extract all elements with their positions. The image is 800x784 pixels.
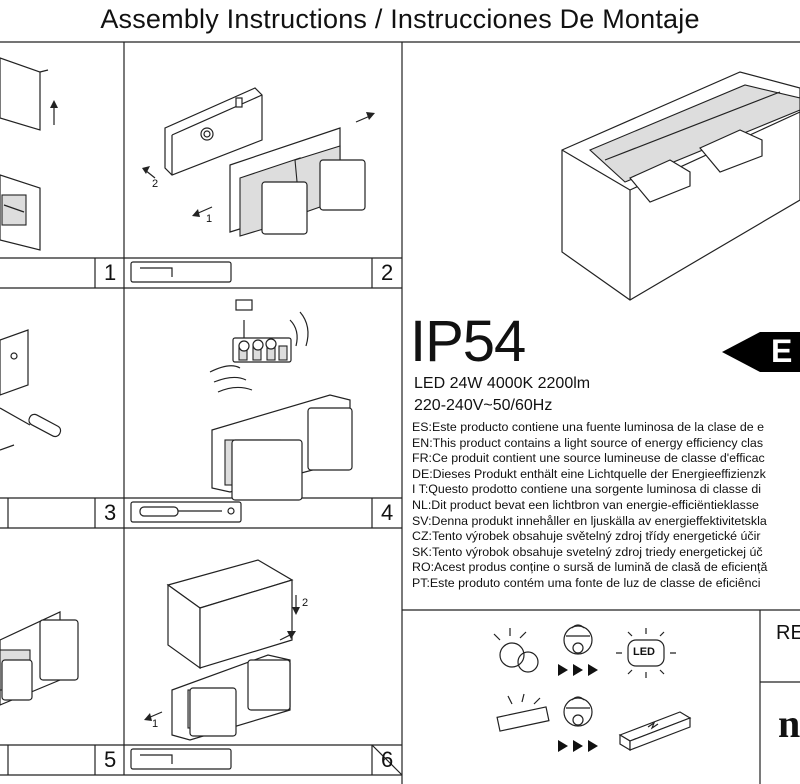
- language-line: ES:Este producto contiene una fuente lum…: [412, 420, 764, 434]
- broken-bulb-icon: [493, 628, 539, 673]
- language-line: EN:This product contains a light source …: [412, 435, 764, 450]
- language-line: SV:Denna produkt innehåller en ljuskälla…: [412, 513, 767, 528]
- step1-drawing: [0, 57, 58, 251]
- driver-icon: [618, 711, 692, 752]
- step-number: 4: [381, 500, 394, 525]
- led-icon-label: LED: [633, 646, 655, 658]
- spec-voltage: 220-240V~50/60Hz: [414, 397, 553, 414]
- language-line: RO:Acest produs conține o sursă de lumin…: [412, 560, 768, 575]
- step6-callout: 1: [152, 718, 159, 730]
- step3-drawing: [0, 329, 62, 451]
- technician-icon: [563, 696, 593, 727]
- product-drawing: [561, 71, 800, 301]
- step6-callout: 2: [302, 597, 309, 609]
- step6-drawing: [144, 559, 300, 741]
- step4-drawing: [209, 299, 353, 501]
- language-line: FR:Ce produit contient une source lumine…: [412, 451, 765, 466]
- energy-class-letter: E: [771, 333, 793, 369]
- step-number: 2: [381, 260, 394, 285]
- language-line: DE:Dieses Produkt enthält eine Lichtquel…: [412, 466, 766, 481]
- broken-driver-icon: [496, 693, 550, 732]
- led-icon: [616, 628, 676, 678]
- reference-label: RE: [776, 622, 800, 644]
- allen-key-icon: [130, 261, 232, 283]
- language-line: CZ:Tento výrobek obsahuje světelný zdroj…: [412, 529, 761, 544]
- language-line: I T:Questo prodotto contiene una sorgent…: [412, 482, 761, 497]
- step-number: 3: [104, 500, 117, 525]
- page-title: Assembly Instructions / Instrucciones De…: [100, 4, 700, 34]
- language-line: PT:Este produto contém uma fonte de luz …: [412, 576, 761, 590]
- technician-icon: [563, 624, 593, 655]
- ip-rating: IP54: [410, 309, 526, 374]
- step2-callout: 2: [152, 178, 159, 190]
- energy-label-arrow: [722, 332, 800, 372]
- step5-drawing: [0, 611, 79, 706]
- arrows-icon: [558, 740, 598, 752]
- brand-logo: n: [778, 701, 800, 746]
- screwdriver-icon: [130, 501, 242, 523]
- step-number: 1: [104, 260, 117, 285]
- language-line: NL:Dit product bevat een lichtbron van e…: [412, 498, 759, 512]
- grid-lines: [0, 41, 800, 784]
- step2-callout: 1: [206, 213, 213, 225]
- language-line: SK:Tento výrobok obsahuje svetelný zdroj…: [412, 544, 763, 559]
- spec-power: LED 24W 4000K 2200lm: [414, 375, 591, 392]
- arrows-icon: [558, 664, 598, 676]
- step2-drawing: [142, 87, 375, 237]
- step-number: 6: [381, 747, 394, 772]
- allen-key-icon: [130, 748, 232, 770]
- step-number: 5: [104, 747, 117, 772]
